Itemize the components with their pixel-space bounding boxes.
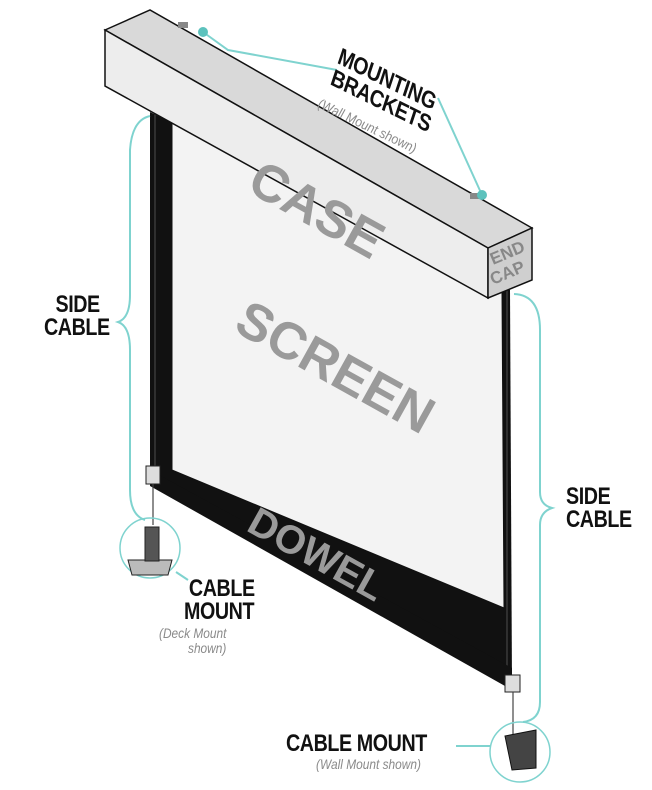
side-cable-right-label: SIDE CABLE	[566, 483, 632, 533]
bracket-callout-bottom	[437, 97, 483, 196]
side-cable-left-line1: SIDE	[55, 291, 100, 318]
bracket-dot-right	[477, 190, 487, 200]
deck-mount-post	[144, 526, 160, 562]
side-cable-right-line2: CABLE	[566, 505, 632, 533]
end-cap	[487, 226, 533, 300]
cable-mount-left-line1: CABLE	[188, 575, 255, 602]
bracket-left	[178, 22, 188, 28]
wall-mount-icon	[504, 729, 537, 771]
side-cable-left-line2: CABLE	[44, 313, 110, 341]
deck-mount-icon	[127, 559, 173, 576]
bracket-dot-left	[198, 27, 208, 37]
case-assembly	[103, 9, 534, 300]
side-cable-left-label: SIDE CABLE	[44, 291, 110, 341]
dowel-end-left	[145, 465, 161, 485]
bracket-callout-top	[202, 31, 338, 71]
side-cable-right-line1: SIDE	[566, 483, 611, 510]
dowel-bar	[150, 470, 512, 690]
wall-cable-mount	[489, 721, 551, 783]
left-side-cable-brace	[114, 115, 151, 521]
wall-mount-highlight	[489, 721, 551, 783]
cable-mount-right-label: CABLE MOUNT	[286, 730, 427, 757]
deck-cable-mount	[119, 517, 181, 579]
cable-mount-left-line2: MOUNT	[184, 597, 255, 625]
cable-mount-right-sub: (Wall Mount shown)	[316, 756, 421, 772]
deck-mount-highlight	[119, 517, 181, 579]
right-side-cable-brace	[513, 293, 556, 723]
dowel-end-right	[504, 674, 521, 693]
left-mount-callout	[175, 571, 189, 581]
cable-mount-left-sub2: shown)	[187, 639, 227, 656]
cable-mount-left-label: CABLE MOUNT	[184, 575, 255, 625]
cable-mount-left-sub1: (Deck Mount	[159, 625, 227, 641]
bracket-right	[470, 193, 480, 199]
callout-lines	[114, 31, 556, 747]
cable-mount-left-sub: (Deck Mount shown)	[159, 626, 226, 655]
